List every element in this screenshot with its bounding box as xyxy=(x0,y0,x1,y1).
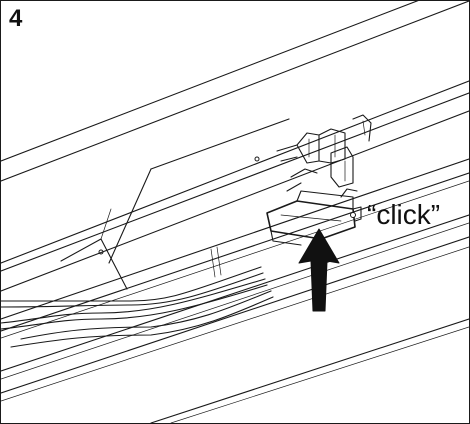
wire-harness xyxy=(1,246,274,348)
up-arrow-icon xyxy=(298,228,340,312)
upper-connector-cluster xyxy=(276,114,372,192)
step-number: 4 xyxy=(9,5,23,32)
connector-plug-icon xyxy=(266,188,362,248)
click-callout: “click” xyxy=(367,199,441,230)
